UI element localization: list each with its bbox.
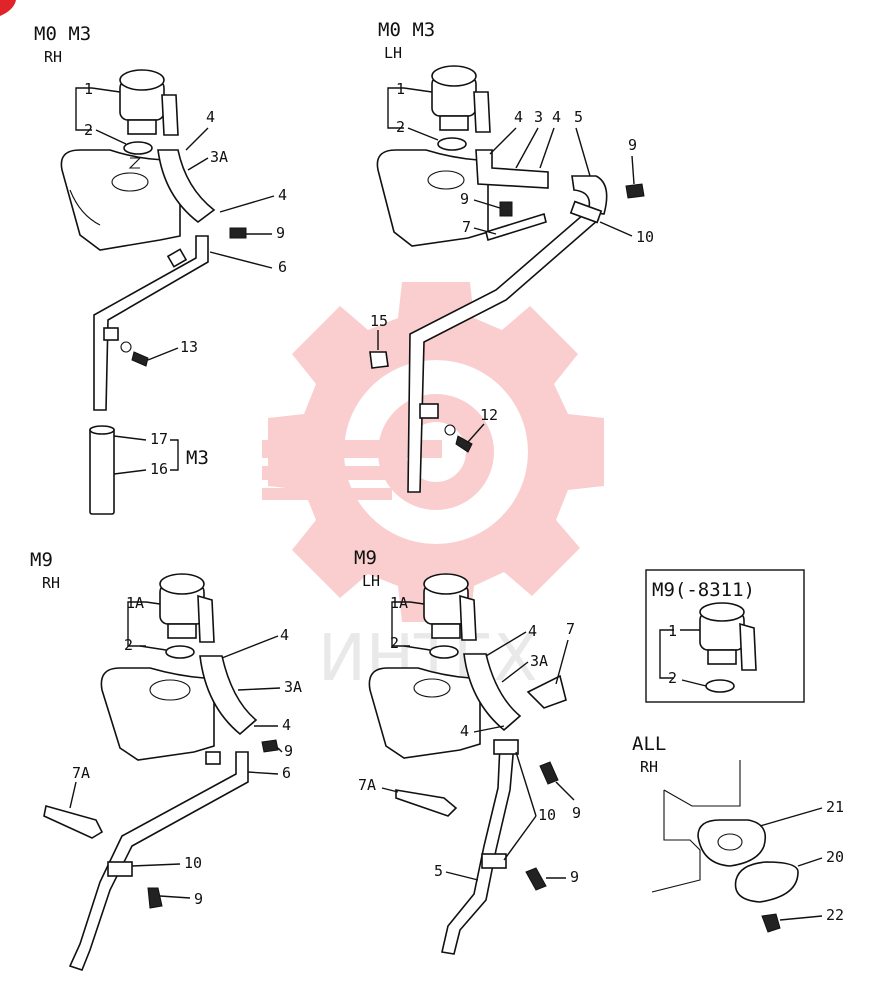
section-side-label: RH: [640, 758, 658, 776]
callout-7a: 7A: [358, 776, 376, 794]
callout-4: 4: [280, 626, 289, 644]
callout-2: 2: [124, 636, 133, 654]
section-model-label: M0 M3: [378, 19, 435, 41]
callout-12: 12: [480, 406, 498, 424]
callout-9: 9: [276, 224, 285, 242]
callout-6: 6: [278, 258, 287, 276]
callout-5: 5: [434, 862, 443, 880]
callout-9: 9: [460, 190, 469, 208]
filter-cap: [431, 65, 491, 133]
gasket: [697, 819, 767, 867]
section-top-left: M0 M3 RH 1 2 4: [34, 23, 287, 515]
o-ring: [429, 645, 459, 659]
hose: [157, 149, 216, 224]
callout-9: 9: [570, 868, 579, 886]
inset-model-label: M9(-8311): [652, 579, 755, 601]
o-ring: [705, 679, 735, 693]
tube-extension: [89, 427, 115, 515]
callout-2: 2: [390, 634, 399, 652]
bracket-label: M3: [186, 447, 209, 469]
filter-cap: [423, 573, 477, 641]
section-bottom-left: M9 RH 1A 2 4 3A 4 9 6 7A: [30, 549, 302, 971]
tube: [441, 743, 515, 955]
tube: [68, 751, 249, 971]
o-ring: [123, 141, 153, 155]
callout-13: 13: [180, 338, 198, 356]
callout-4: 4: [552, 108, 561, 126]
callout-9: 9: [628, 136, 637, 154]
section-model-label: M0 M3: [34, 23, 91, 45]
callout-10: 10: [184, 854, 202, 872]
callout-3: 3: [534, 108, 543, 126]
callout-1a: 1A: [390, 594, 408, 612]
callout-1: 1: [396, 80, 405, 98]
callout-2: 2: [84, 121, 93, 139]
callout-3a: 3A: [530, 652, 548, 670]
callout-4: 4: [278, 186, 287, 204]
section-side-label: LH: [384, 44, 402, 62]
watermark-gear-icon: [262, 282, 604, 622]
callout-9: 9: [572, 804, 581, 822]
callout-2: 2: [668, 669, 677, 687]
callout-17: 17: [150, 430, 168, 448]
section-side-label: RH: [42, 574, 60, 592]
callout-2: 2: [396, 118, 405, 136]
callout-20: 20: [826, 848, 844, 866]
callout-16: 16: [150, 460, 168, 478]
section-all: ALL RH 21 20 22: [632, 733, 844, 933]
callout-10: 10: [538, 806, 556, 824]
callout-4: 4: [460, 722, 469, 740]
corner-mark: [0, 0, 16, 16]
oil-tank: [368, 667, 481, 759]
filter-cap: [699, 602, 757, 671]
callout-7a: 7A: [72, 764, 90, 782]
hose: [199, 655, 258, 736]
pipe: [475, 149, 549, 189]
callout-21: 21: [826, 798, 844, 816]
callout-1: 1: [84, 80, 93, 98]
o-ring: [437, 137, 467, 151]
tube: [93, 235, 209, 411]
oil-tank: [100, 667, 215, 761]
callout-3a: 3A: [210, 148, 228, 166]
filter-cap: [159, 573, 215, 643]
callout-1a: 1A: [126, 594, 144, 612]
section-side-label: RH: [44, 48, 62, 66]
callout-1: 1: [668, 622, 677, 640]
callout-9: 9: [284, 742, 293, 760]
callout-3a: 3A: [284, 678, 302, 696]
oil-tank: [376, 149, 489, 247]
inset-box: M9(-8311) 1 2: [645, 569, 805, 703]
section-bottom-middle: M9 LH 1A 2 4 3A 7 4 7A 9: [354, 547, 581, 955]
callout-10: 10: [636, 228, 654, 246]
filter-cap: [119, 69, 179, 136]
section-model-label: ALL: [632, 733, 666, 755]
section-side-label: LH: [362, 572, 380, 590]
callout-4: 4: [282, 716, 291, 734]
callout-7: 7: [462, 218, 471, 236]
nut: [369, 351, 389, 369]
callout-15: 15: [370, 312, 388, 330]
callout-4: 4: [528, 622, 537, 640]
o-ring: [165, 645, 195, 659]
section-model-label: M9: [30, 549, 53, 571]
callout-4: 4: [206, 108, 215, 126]
hose: [463, 653, 522, 732]
long-tube: [407, 213, 600, 493]
callout-4: 4: [514, 108, 523, 126]
callout-7: 7: [566, 620, 575, 638]
callout-6: 6: [282, 764, 291, 782]
section-model-label: M9: [354, 547, 377, 569]
section-top-right: M0 M3 LH 1 2 4: [369, 19, 654, 493]
callout-22: 22: [826, 906, 844, 924]
callout-5: 5: [574, 108, 583, 126]
callout-9: 9: [194, 890, 203, 908]
cover-plate: [734, 861, 799, 903]
